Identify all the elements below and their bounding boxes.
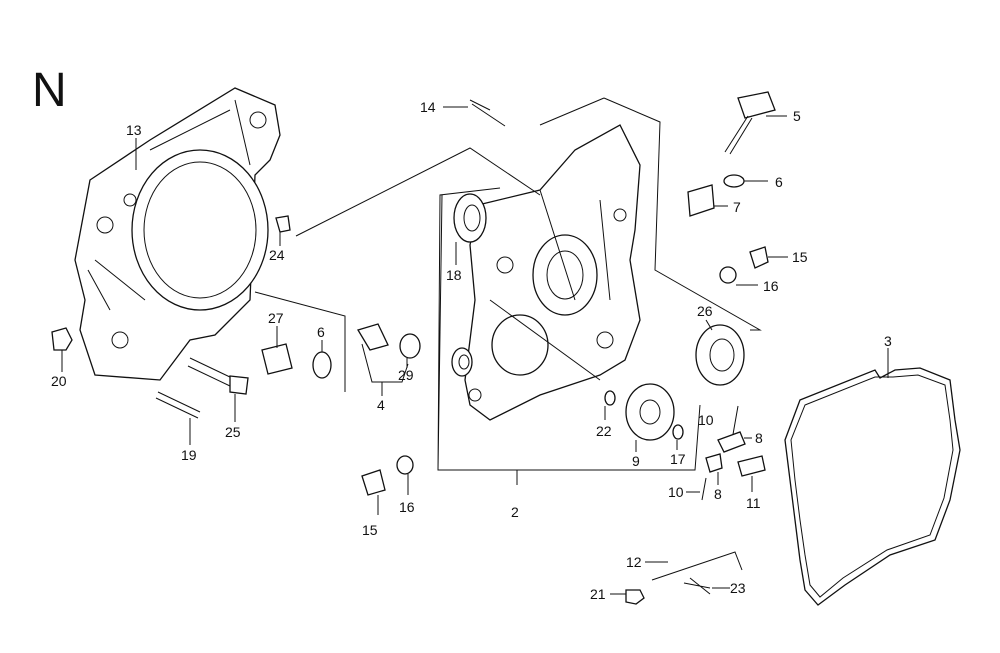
- callout-16-bottom: 16: [399, 499, 415, 515]
- callout-16-right: 16: [763, 278, 779, 294]
- callout-9: 9: [632, 453, 640, 469]
- washer-part-17: [672, 424, 684, 440]
- callout-7: 7: [733, 199, 741, 215]
- clip-part-22: [604, 390, 616, 406]
- callout-3: 3: [884, 333, 892, 349]
- nut-part-21: [625, 589, 645, 605]
- washer-part-6-left: [312, 351, 332, 379]
- nut-part-20: [51, 327, 73, 351]
- crankcase-cover-part-2: [464, 124, 641, 421]
- callout-14: 14: [420, 99, 436, 115]
- leader-line-part-24: [295, 97, 605, 237]
- plug-part-7: [687, 184, 715, 217]
- callout-15-bottom: 15: [362, 522, 378, 538]
- rod-part-12: [651, 551, 743, 581]
- callout-8-upper: 8: [755, 430, 763, 446]
- callout-15-right: 15: [792, 249, 808, 265]
- bolt-part-14: [469, 99, 506, 127]
- seal-ring: [451, 347, 473, 377]
- oil-filler-cap-part-5: [724, 91, 776, 155]
- callout-5: 5: [793, 108, 801, 124]
- callout-4: 4: [377, 397, 385, 413]
- bolt-part-15-right: [749, 246, 769, 269]
- callout-10-upper: 10: [698, 412, 714, 428]
- bearing-part-26: [695, 324, 745, 386]
- callout-19: 19: [181, 447, 197, 463]
- callout-29: 29: [398, 367, 414, 383]
- callout-25: 25: [225, 424, 241, 440]
- governor-gear-part-9: [625, 383, 675, 441]
- section-letter: N: [32, 64, 67, 117]
- bolt-head-part-25: [229, 375, 249, 395]
- callout-22: 22: [596, 423, 612, 439]
- washer-part-6-right: [723, 174, 745, 188]
- callout-6-right: 6: [775, 174, 783, 190]
- weight-part-8-upper: [717, 431, 746, 453]
- callout-8-lower: 8: [714, 486, 722, 502]
- gasket-inner-edge: [790, 374, 954, 598]
- callout-2: 2: [511, 504, 519, 520]
- governor-shaft-part-11: [737, 455, 766, 477]
- o-ring-part-29: [399, 333, 421, 359]
- bolt-part-25: [187, 357, 233, 387]
- dipstick-part-4: [357, 323, 389, 351]
- group-bracket-part-4: [254, 291, 409, 392]
- washer-part-16-bottom: [396, 455, 414, 475]
- callout-12: 12: [626, 554, 642, 570]
- bolt-part-15-bottom: [361, 469, 386, 496]
- callout-11: 11: [746, 495, 761, 511]
- leader-lines: [61, 106, 889, 595]
- group-bracket-part-2: [437, 97, 762, 471]
- callout-6-left: 6: [317, 324, 325, 340]
- callout-10-lower: 10: [668, 484, 684, 500]
- callout-26: 26: [697, 303, 713, 319]
- plug-part-27: [261, 343, 293, 375]
- callout-23: 23: [730, 580, 746, 596]
- engine-housing-part-13: [74, 87, 281, 381]
- oil-seal-part-18: [453, 193, 487, 243]
- pin-part-23: [683, 577, 711, 595]
- pin-part-10-lower: [701, 477, 707, 501]
- callout-13: 13: [126, 122, 142, 138]
- gasket-part-3: [784, 367, 961, 606]
- weight-part-8-lower: [705, 453, 723, 473]
- pin-part-24: [275, 215, 291, 233]
- callout-17: 17: [670, 451, 686, 467]
- callout-24: 24: [269, 247, 285, 263]
- callout-18: 18: [446, 267, 462, 283]
- stud-part-19: [155, 391, 201, 419]
- callout-27: 27: [268, 310, 284, 326]
- callout-20: 20: [51, 373, 67, 389]
- callout-21: 21: [590, 586, 606, 602]
- washer-part-16-right: [719, 266, 737, 284]
